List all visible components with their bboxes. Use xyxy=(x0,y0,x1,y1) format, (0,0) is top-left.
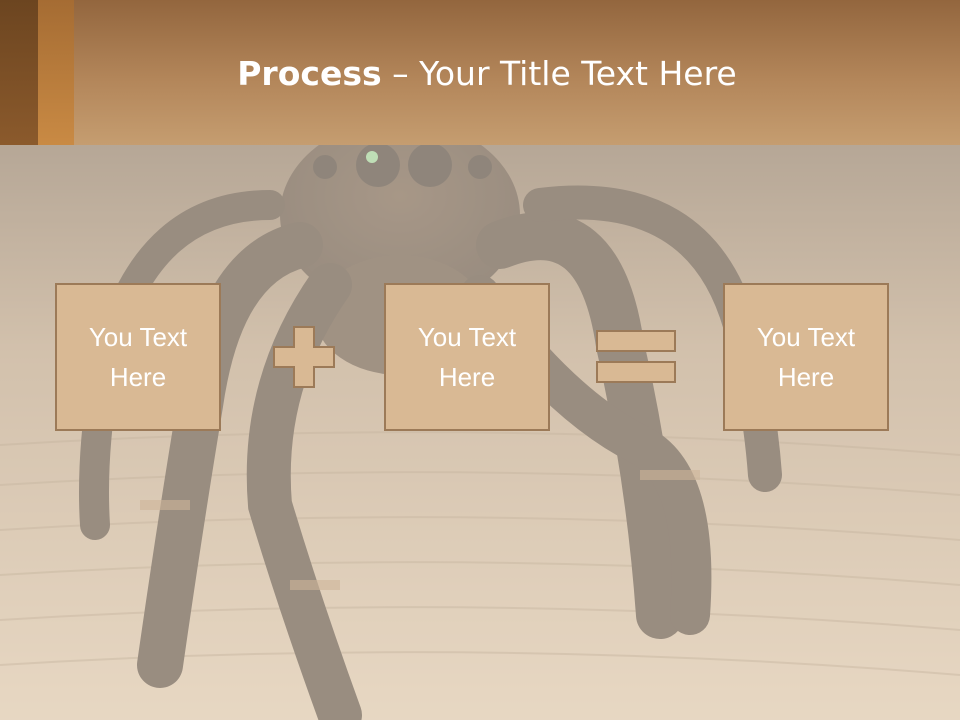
accent-stripe-light xyxy=(38,0,74,145)
text-box-2[interactable]: You Text Here xyxy=(384,283,550,431)
text-box-2-label: You Text Here xyxy=(417,322,517,392)
text-box-1-label: You Text Here xyxy=(88,322,188,392)
title-rest: – Your Title Text Here xyxy=(381,54,737,93)
slide-title[interactable]: Process – Your Title Text Here xyxy=(74,52,900,96)
text-box-1[interactable]: You Text Here xyxy=(55,283,221,431)
photo-wash-overlay xyxy=(0,145,960,720)
text-box-3[interactable]: You Text Here xyxy=(723,283,889,431)
title-band: Process – Your Title Text Here xyxy=(0,0,960,145)
accent-stripe-dark xyxy=(0,0,38,145)
plus-icon xyxy=(273,326,335,388)
text-box-3-label: You Text Here xyxy=(756,322,856,392)
title-bold: Process xyxy=(237,54,382,93)
equals-icon xyxy=(596,330,676,383)
